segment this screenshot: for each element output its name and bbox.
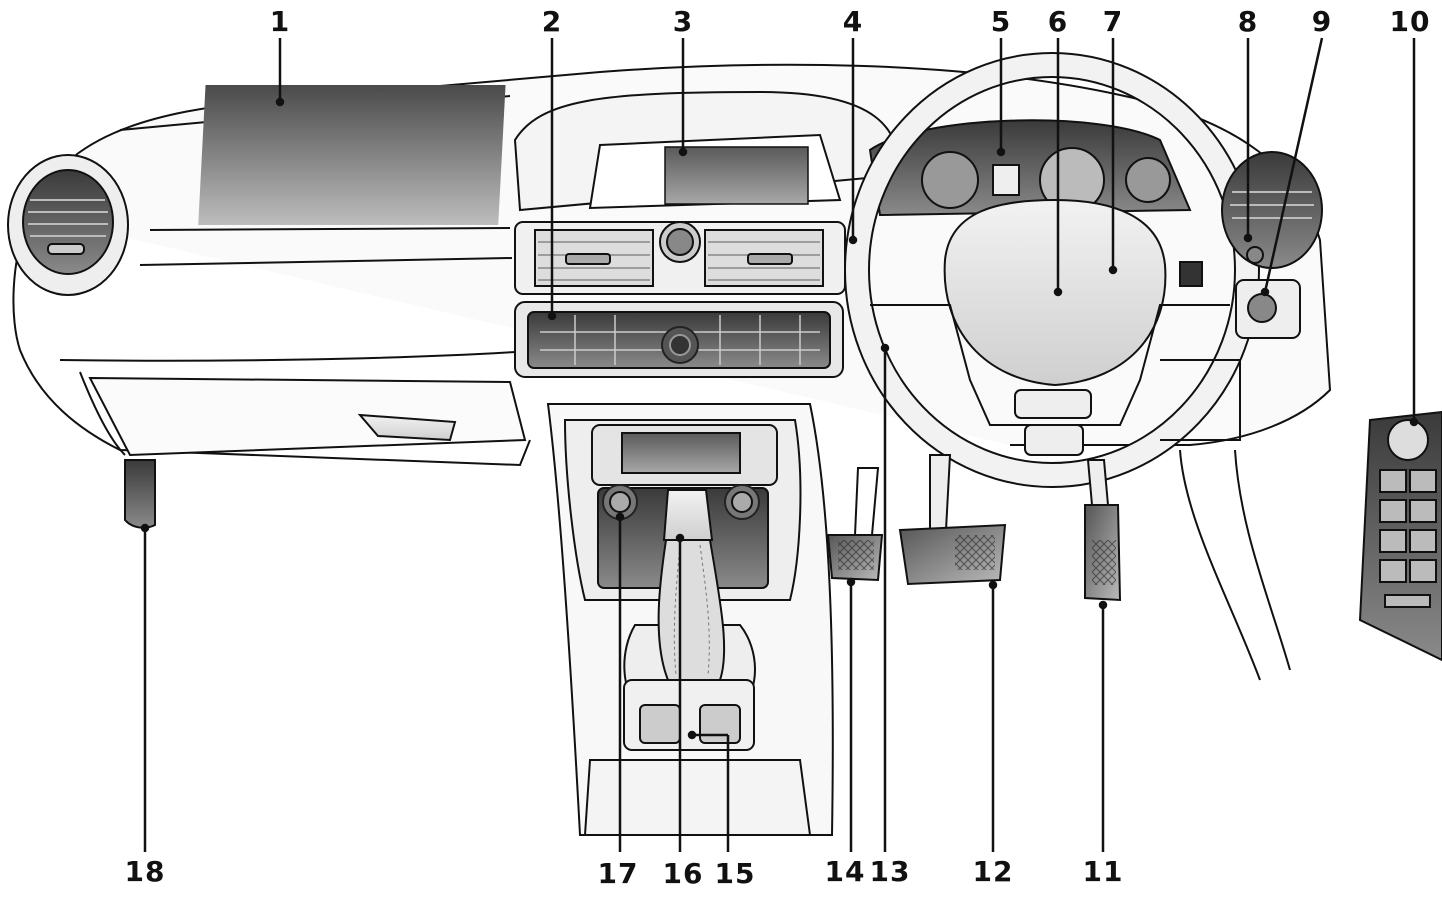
callout-13: 13: [869, 855, 911, 888]
gear-lever: [657, 489, 726, 681]
callout-18: 18: [124, 855, 166, 888]
door-switch-panel: [1358, 410, 1442, 662]
callout-6: 6: [1047, 5, 1069, 38]
glovebox-handle: [357, 413, 457, 442]
callout-14: 14: [824, 855, 866, 888]
right-air-vent: [1221, 151, 1323, 269]
left-air-vent: [7, 154, 129, 296]
center-display: [588, 133, 842, 210]
center-vents: [514, 221, 846, 295]
callout-16: 16: [662, 857, 704, 890]
callout-15: 15: [714, 857, 756, 890]
callout-4: 4: [842, 5, 864, 38]
callout-3: 3: [672, 5, 694, 38]
start-button: [1247, 293, 1277, 323]
callout-12: 12: [972, 855, 1014, 888]
callout-7: 7: [1102, 5, 1124, 38]
callout-8: 8: [1237, 5, 1259, 38]
callout-1: 1: [269, 5, 291, 38]
callout-9: 9: [1311, 5, 1333, 38]
passenger-airbag-panel: [198, 85, 506, 225]
callout-leaders: [140, 37, 1419, 852]
audio-control-panel: [514, 301, 844, 378]
bonnet-release-panel: [124, 459, 156, 529]
callout-10: 10: [1389, 5, 1431, 38]
door-panel-lines: [1160, 359, 1291, 681]
callout-17: 17: [597, 857, 639, 890]
callout-11: 11: [1082, 855, 1124, 888]
pedals: [826, 454, 1122, 602]
callout-2: 2: [541, 5, 563, 38]
callout-5: 5: [990, 5, 1012, 38]
